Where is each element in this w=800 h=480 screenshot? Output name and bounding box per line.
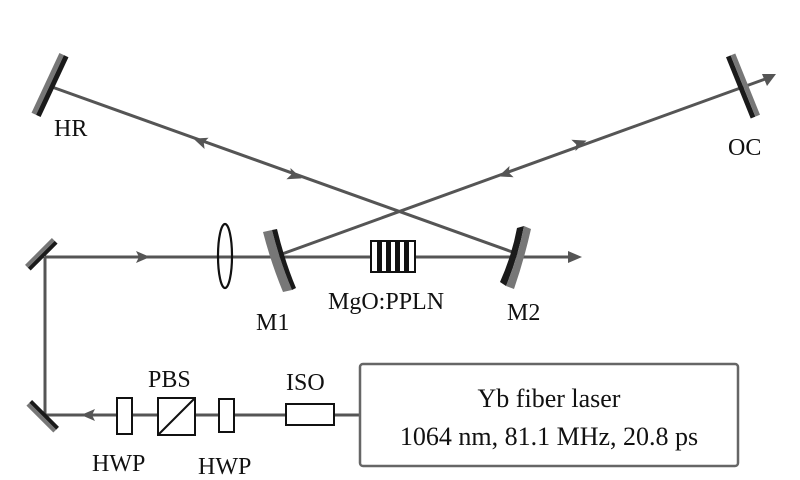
arrow-oc-output [762,74,776,86]
laser-specs: 1064 nm, 81.1 MHz, 20.8 ps [400,422,698,451]
beam-paths [43,76,769,417]
polarizing-beam-splitter[interactable] [157,397,196,436]
m1-curved-mirror[interactable] [263,229,296,292]
hwp-right-label: HWP [198,454,251,480]
hr-mirror[interactable] [31,52,69,118]
half-wave-plate-right[interactable] [218,398,235,433]
focusing-lens[interactable] [216,222,234,290]
beam-m1-to-oc [281,76,769,256]
arrow-oc-line-left [498,165,514,178]
m1-label: M1 [256,310,289,336]
ppln-crystal[interactable] [370,240,416,273]
oc-label: OC [728,135,761,161]
arrow-pump [136,251,150,263]
laser-source-box[interactable]: Yb fiber laser 1064 nm, 81.1 MHz, 20.8 p… [358,362,740,468]
hwp-left-label: HWP [92,451,145,477]
optical-isolator[interactable] [285,403,335,426]
pbs-label: PBS [148,367,191,393]
crystal-label: MgO:PPLN [328,289,444,315]
half-wave-plate-left[interactable] [116,397,133,435]
hr-label: HR [54,116,87,142]
iso-label: ISO [286,370,325,396]
oc-mirror[interactable] [726,53,760,119]
m2-curved-mirror[interactable] [500,226,531,289]
fold-mirror-top[interactable] [25,238,58,271]
arrow-hr-line-right [286,167,302,180]
arrow-bottom-left [81,409,95,421]
m2-label: M2 [507,300,540,326]
beam-arrows [81,74,776,421]
arrow-oc-line-right [571,139,587,152]
beam-hr-to-m2 [51,85,519,256]
arrow-hr-line-left [193,137,209,150]
laser-name: Yb fiber laser [478,384,621,413]
fold-mirror-bottom[interactable] [26,400,59,433]
arrow-output-right [568,251,582,263]
